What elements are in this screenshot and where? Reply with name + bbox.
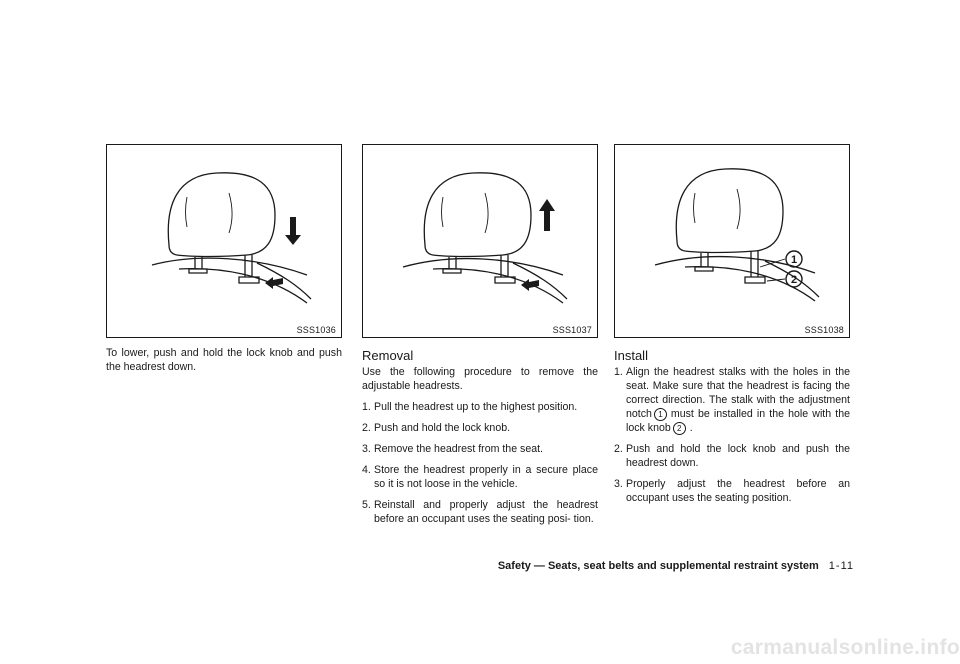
lower-instruction: To lower, push and hold the lock knob an… [106,347,342,373]
list-item: 2.Push and hold the lock knob. [362,422,511,434]
lock-knob-marker: 2 [672,421,686,435]
removal-steps: 1.Pull the headrest up to the highest po… [362,400,598,526]
page-number: 1-11 [828,560,854,572]
section-heading-install: Install [614,348,648,363]
figure-id: SSS1037 [552,325,592,335]
install-steps: 1.Align the headrest stalks with the hol… [614,365,850,505]
column-removal: SSS1037 Removal Use the following proced… [362,144,598,533]
callout-1-label: 1 [791,254,797,266]
callout-2-label: 2 [791,274,797,286]
down-arrow-icon [285,217,301,245]
figure-headrest-removal: SSS1037 [362,144,598,338]
list-item: 5.Reinstall and properly adjust the head… [362,499,598,525]
figure-headrest-install: 1 2 SSS1038 [614,144,850,338]
list-item: 1.Pull the headrest up to the highest po… [362,401,578,413]
section-heading-removal: Removal [362,348,414,363]
column-lower: SSS1036 To lower, push and hold the lock… [106,144,342,374]
list-item: 3.Properly adjust the headrest before an… [614,478,850,504]
list-item: 4.Store the headrest properly in a secur… [362,464,598,490]
headrest-lower-illustration [151,172,312,304]
list-item: 2.Push and hold the lock knob and push t… [614,443,850,469]
list-item: 1.Align the headrest stalks with the hol… [614,366,850,435]
push-arrow-icon [265,277,283,289]
push-arrow-icon [521,279,539,291]
notch-marker: 1 [653,407,667,421]
page-footer: Safety — Seats, seat belts and supplemen… [498,560,854,572]
headrest-install-illustration: 1 2 [654,168,820,302]
column-install: 1 2 SSS1038 Install 1.Align the headrest… [614,144,850,512]
callout-1-marker: 1 [785,250,803,268]
up-arrow-icon [539,199,555,231]
callout-2-marker: 2 [785,270,803,288]
figure-id: SSS1036 [296,325,336,335]
headrest-removal-illustration [402,172,568,304]
list-item: 3.Remove the headrest from the seat. [362,443,543,455]
figure-id: SSS1038 [804,325,844,335]
figure-headrest-lower: SSS1036 [106,144,342,338]
removal-intro: Use the following procedure to remove th… [362,366,598,392]
footer-section-title: Safety — Seats, seat belts and supplemen… [497,560,819,572]
watermark: carmanualsonline.info [730,636,960,659]
